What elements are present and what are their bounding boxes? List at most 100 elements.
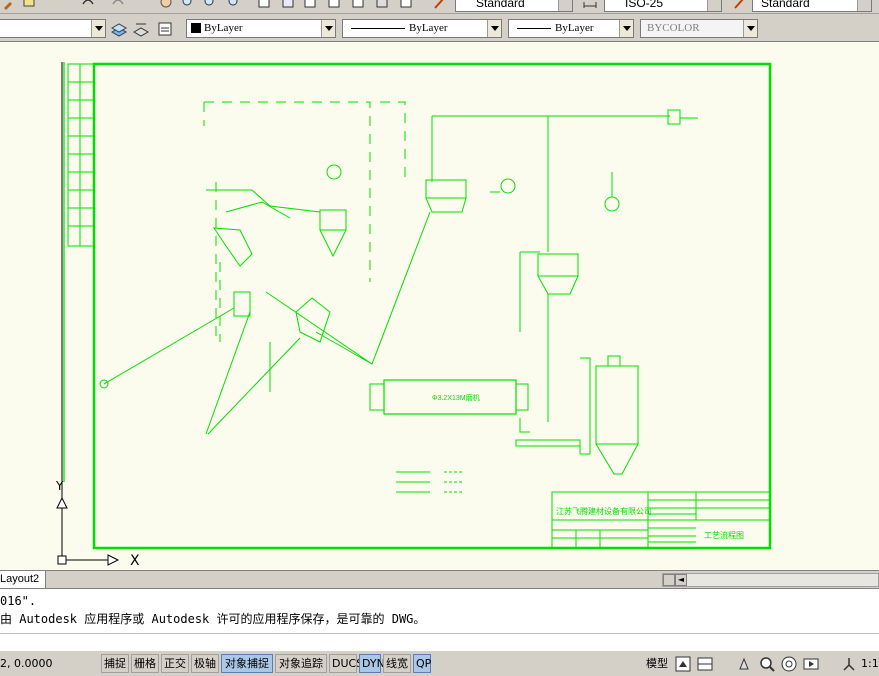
linetype-value: ByLayer xyxy=(409,22,448,34)
dim-style-icon[interactable] xyxy=(582,0,598,10)
table-style-icon[interactable] xyxy=(732,0,748,10)
dashed-ducts xyxy=(203,101,406,342)
zoom-realtime-icon[interactable] xyxy=(180,0,196,10)
chevron-down-icon xyxy=(91,20,105,37)
fan-2 xyxy=(604,196,620,212)
layer-state-icon[interactable] xyxy=(132,20,150,38)
silo-filter xyxy=(607,355,621,367)
status-bar: 2, 0.0000 捕捉 栅格 正交 极轴 对象捕捉 对象追踪 DUCS DYN… xyxy=(0,650,879,676)
coordinate-readout[interactable]: 2, 0.0000 xyxy=(0,657,53,670)
hopper-a xyxy=(233,291,251,317)
command-history-line: 由 Autodesk 应用程序或 Autodesk 许可的应用程序保存，是可靠的… xyxy=(0,612,426,626)
command-separator xyxy=(0,633,879,634)
chevron-down-icon xyxy=(558,0,572,11)
undo-icon[interactable] xyxy=(80,0,96,10)
toggle-polar[interactable]: 极轴 xyxy=(191,654,219,673)
classifier-top xyxy=(537,253,579,277)
model-space-button[interactable]: 模型 xyxy=(642,654,672,673)
design-center-icon[interactable] xyxy=(280,0,296,10)
fan-outlet xyxy=(667,109,681,125)
toggle-lineweight[interactable]: 线宽 xyxy=(383,654,411,673)
chevron-down-icon xyxy=(743,20,757,37)
chevron-down-icon xyxy=(707,0,721,11)
mill-outlet xyxy=(515,383,529,411)
sheet-set-icon[interactable] xyxy=(326,0,342,10)
pan-icon[interactable] xyxy=(158,0,174,10)
linetype-preview xyxy=(351,27,405,29)
annotation-scale-value[interactable]: 1:1 xyxy=(858,654,879,673)
pan-icon[interactable] xyxy=(736,655,754,673)
table-style-value: Standard xyxy=(761,0,810,10)
toggle-qp[interactable]: QP xyxy=(413,654,431,673)
bag-filter-hopper xyxy=(425,197,467,213)
mill-inlet xyxy=(369,383,385,411)
ucs-x-label: X xyxy=(130,553,140,569)
scroll-left-button[interactable] xyxy=(663,574,675,586)
toggle-dyn[interactable]: DYN xyxy=(359,654,385,673)
color-value: ByLayer xyxy=(204,22,243,34)
chevron-down-icon xyxy=(487,20,501,37)
toggle-snap[interactable]: 捕捉 xyxy=(101,654,129,673)
toggle-grid[interactable]: 栅格 xyxy=(131,654,159,673)
drawing-canvas[interactable]: Φ3.2X13M磨机 xyxy=(0,42,879,570)
zoom-icon[interactable] xyxy=(758,655,776,673)
linetype-dropdown[interactable]: ByLayer xyxy=(342,19,502,38)
plotstyle-value: BYCOLOR xyxy=(647,22,700,34)
color-dropdown[interactable]: ByLayer xyxy=(186,19,336,38)
text-style-icon[interactable] xyxy=(432,0,448,10)
markup-icon[interactable] xyxy=(350,0,366,10)
text-style-combo[interactable]: Standard xyxy=(455,0,573,12)
paintbrush-icon[interactable] xyxy=(2,0,18,10)
mill-discharge xyxy=(519,418,530,433)
bucket-elevator xyxy=(580,357,591,455)
zoom-window-icon[interactable] xyxy=(202,0,218,10)
chevron-left-icon[interactable]: ◄ xyxy=(675,574,687,586)
tool-palettes-icon[interactable] xyxy=(302,0,318,10)
layers-toolbar: ByLayer ByLayer ByLayer BYCOLOR xyxy=(0,14,879,42)
steering-wheel-icon[interactable] xyxy=(780,655,798,673)
feed-point xyxy=(99,379,109,389)
silo-cone xyxy=(595,443,639,475)
tab-layout2[interactable]: Layout2 xyxy=(0,571,47,588)
toggle-otrack[interactable]: 对象追踪 xyxy=(275,654,327,673)
toggle-osnap[interactable]: 对象捕捉 xyxy=(221,654,273,673)
bag-filter-top xyxy=(425,179,467,199)
showmotion-icon[interactable] xyxy=(802,655,820,673)
legend xyxy=(396,471,462,493)
horizontal-scrollbar[interactable]: ◄ xyxy=(662,573,879,587)
pipe-right xyxy=(519,172,613,332)
revision-table-rows xyxy=(68,81,94,227)
air-pipe xyxy=(431,115,670,252)
layout-tabs-bar: Layout2 ◄ xyxy=(0,570,879,588)
drawing-svg: Φ3.2X13M磨机 xyxy=(55,62,772,569)
plotstyle-dropdown: BYCOLOR xyxy=(640,19,758,38)
layout-icon[interactable] xyxy=(674,655,692,673)
table-style-combo[interactable]: Standard xyxy=(752,0,872,12)
ucs-y-label: Y xyxy=(55,479,64,493)
match-properties-icon[interactable] xyxy=(22,0,38,10)
fan-1 xyxy=(500,178,516,194)
toggle-ducs[interactable]: DUCS xyxy=(329,654,363,673)
layer-dropdown[interactable] xyxy=(0,19,106,38)
help-icon[interactable] xyxy=(398,0,414,10)
toggle-ortho[interactable]: 正交 xyxy=(161,654,189,673)
properties-icon[interactable] xyxy=(256,0,272,10)
zoom-previous-icon[interactable] xyxy=(226,0,242,10)
drawing-title: 工艺流程图 xyxy=(704,530,744,540)
paper-model-icon[interactable] xyxy=(696,655,714,673)
company-name: 江苏飞腾建材设备有限公司 xyxy=(556,506,652,516)
text-style-value: Standard xyxy=(476,0,525,10)
dim-style-combo[interactable]: ISO-25 xyxy=(604,0,722,12)
redo-icon[interactable] xyxy=(110,0,126,10)
ucs-icon xyxy=(56,62,120,566)
layer-previous-icon[interactable] xyxy=(156,20,174,38)
layer-manager-icon[interactable] xyxy=(110,20,128,38)
chevron-down-icon xyxy=(619,20,633,37)
cyclone-1 xyxy=(319,209,347,231)
command-window[interactable]: 016". 由 Autodesk 应用程序或 Autodesk 许可的应用程序保… xyxy=(0,588,879,650)
dim-style-value: ISO-25 xyxy=(625,0,664,10)
annotation-scale-icon[interactable] xyxy=(840,655,858,673)
lineweight-dropdown[interactable]: ByLayer xyxy=(508,19,634,38)
calculator-icon[interactable] xyxy=(374,0,390,10)
